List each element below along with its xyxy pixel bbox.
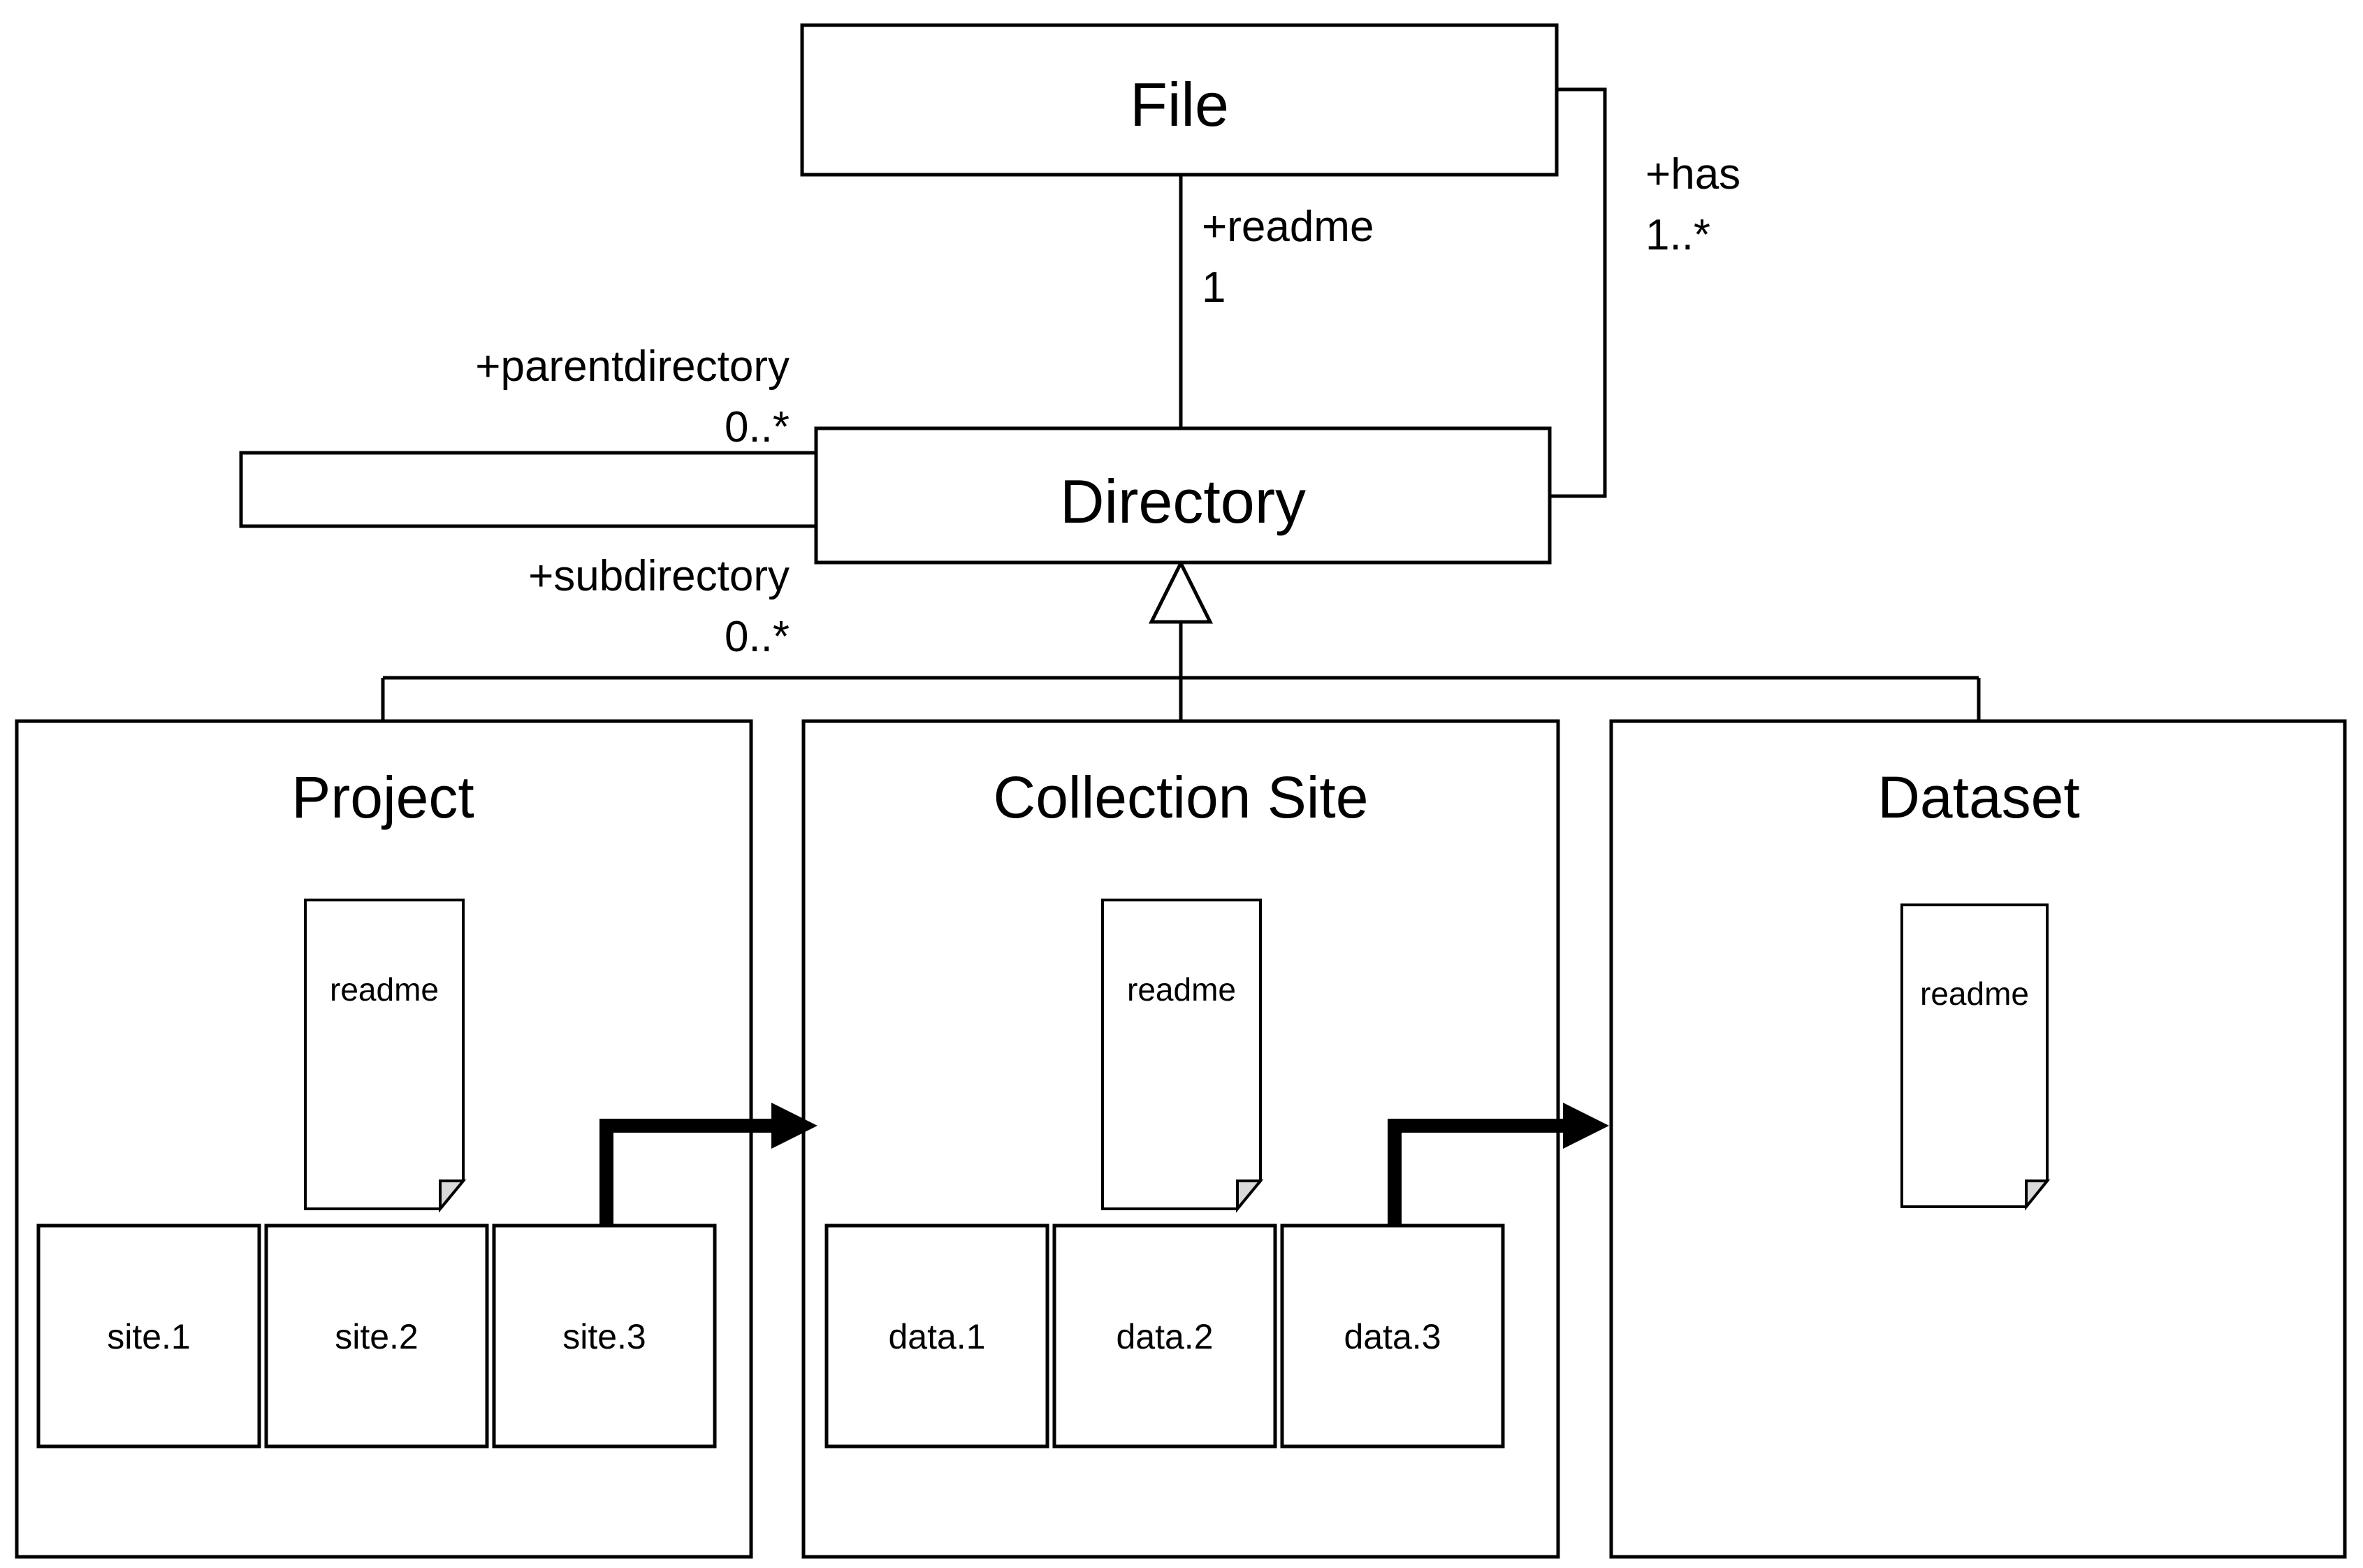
flow-arrow-data3-to-dataset: [1388, 1103, 1609, 1226]
class-box-directory[interactable]: Directory: [814, 426, 1552, 565]
readme-icon-label: readme: [1920, 975, 2029, 1012]
child-box-label: data.2: [1116, 1317, 1213, 1356]
child-box-label: site.1: [107, 1317, 191, 1356]
child-box-site-3[interactable]: site.3: [492, 1224, 717, 1449]
association-multiplicity-readme: 1: [1202, 263, 1226, 312]
association-role-subdirectory: +subdirectory: [528, 552, 790, 600]
child-box-data-3[interactable]: data.3: [1280, 1224, 1505, 1449]
association-role-has: +has: [1645, 150, 1740, 198]
class-name-dataset: Dataset: [1877, 764, 2080, 830]
association-role-readme: +readme: [1202, 203, 1374, 251]
child-box-data-1[interactable]: data.1: [824, 1224, 1049, 1449]
class-name-collection-site: Collection Site: [994, 764, 1369, 830]
child-box-label: site.3: [562, 1317, 646, 1356]
child-box-site-1[interactable]: site.1: [36, 1224, 261, 1449]
flow-arrow-site3-to-collection-site: [599, 1103, 817, 1226]
child-box-label: data.1: [888, 1317, 985, 1356]
readme-document-icon: readme: [1900, 903, 2051, 1211]
child-box-data-2[interactable]: data.2: [1052, 1224, 1277, 1449]
association-line-has: [1550, 87, 1607, 498]
generalization-triangle-icon: [1148, 559, 1214, 624]
class-box-project[interactable]: Project readme site.1 site.2 site.3: [15, 719, 753, 1559]
class-box-collection-site[interactable]: Collection Site readme data.1 data.2 dat…: [801, 719, 1560, 1559]
class-name-directory: Directory: [1060, 467, 1306, 536]
child-box-label: site.2: [335, 1317, 419, 1356]
child-box-label: data.3: [1344, 1317, 1441, 1356]
readme-icon-label: readme: [1127, 971, 1236, 1008]
class-name-project: Project: [291, 764, 474, 830]
association-multiplicity-parentdirectory: 0..*: [725, 403, 790, 451]
class-box-file[interactable]: File: [800, 23, 1559, 177]
association-multiplicity-has: 1..*: [1645, 211, 1710, 259]
association-multiplicity-subdirectory: 0..*: [725, 613, 790, 661]
association-line-self-directory: [239, 451, 816, 528]
readme-document-icon: readme: [1101, 899, 1264, 1213]
readme-icon-label: readme: [330, 971, 439, 1008]
readme-document-icon: readme: [304, 899, 467, 1213]
child-box-site-2[interactable]: site.2: [264, 1224, 489, 1449]
class-box-dataset[interactable]: Dataset readme: [1609, 719, 2347, 1559]
association-role-parentdirectory: +parentdirectory: [475, 342, 790, 391]
class-name-file: File: [1130, 70, 1229, 139]
